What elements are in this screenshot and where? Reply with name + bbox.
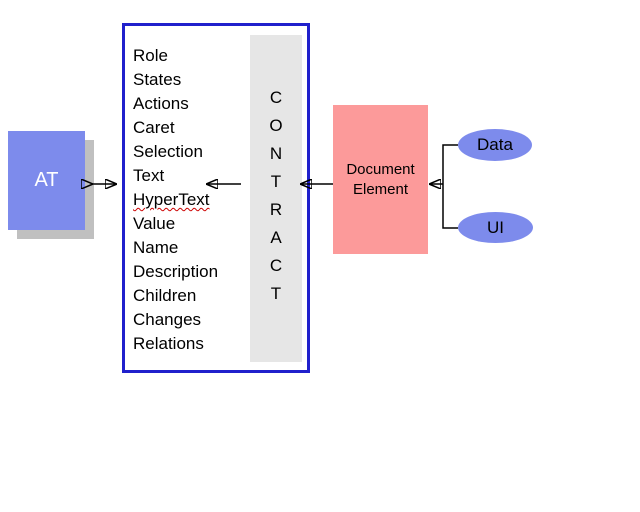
contract-letter: T (270, 284, 282, 303)
list-item-role: Role (133, 46, 168, 65)
list-item-actions: Actions (133, 94, 189, 113)
data-ui-bracket (442, 144, 458, 229)
list-item-changes: Changes (133, 310, 202, 329)
list-item-states: States (133, 70, 182, 89)
list-item-hypertext-label: HyperText (133, 190, 210, 209)
contract-letter: A (270, 228, 282, 247)
contract-letter: C (269, 256, 283, 275)
list-item-selection: Selection (133, 142, 203, 161)
data-node-label: Data (477, 135, 513, 154)
document-element-box: Document Element (333, 105, 428, 254)
contract-letter: O (269, 116, 283, 135)
list-item-text: Text (133, 166, 165, 185)
data-node: Data (458, 129, 532, 161)
contract-letter: T (270, 172, 282, 191)
contract-property-list: Role States Actions Caret Selection Text… (133, 44, 218, 356)
list-item-value: Value (133, 214, 176, 233)
at-box-label: AT (34, 169, 59, 191)
at-box: AT (8, 131, 85, 230)
list-item-name: Name (133, 238, 179, 257)
ui-node-label: UI (487, 217, 504, 237)
contract-letter: C (269, 88, 283, 107)
ui-node: UI (458, 212, 533, 243)
contract-vertical-label: C O N T R A C T (250, 35, 302, 362)
contract-letter: R (269, 200, 283, 219)
document-element-label: Document Element (346, 160, 415, 198)
list-item-children: Children (133, 286, 197, 305)
contract-letter: N (269, 144, 283, 163)
list-item-description: Description (133, 262, 219, 281)
list-item-caret: Caret (133, 118, 175, 137)
list-item-hypertext: HyperText (133, 188, 218, 212)
list-item-relations: Relations (133, 334, 204, 353)
